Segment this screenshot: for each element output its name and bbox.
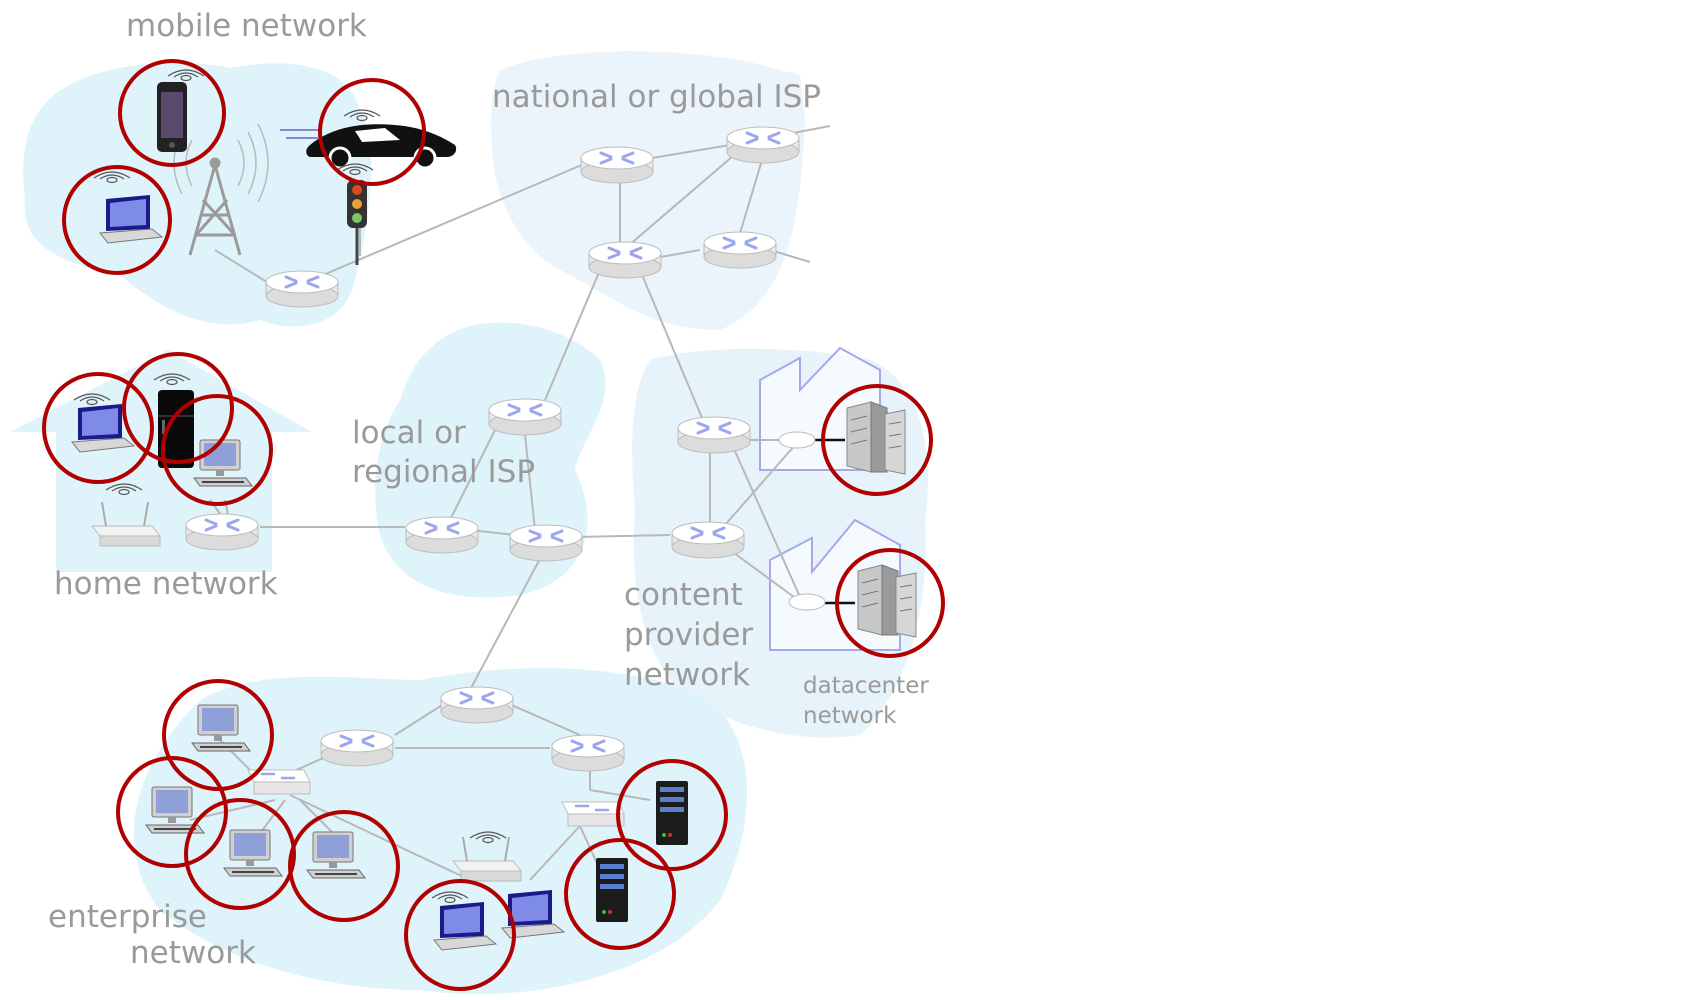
label-mobile-network: mobile network bbox=[126, 8, 367, 44]
ring-enterprise-desktop-3 bbox=[184, 798, 296, 910]
router-enterprise-top bbox=[439, 685, 515, 725]
ring-home-laptop bbox=[42, 372, 154, 484]
ring-enterprise-desktop-4 bbox=[288, 810, 400, 922]
router-national-3 bbox=[587, 240, 663, 280]
ring-enterprise-desktop-2 bbox=[116, 756, 228, 868]
dc-switch-1 bbox=[778, 431, 816, 449]
router-enterprise-left bbox=[319, 728, 395, 768]
host-highlight-rings bbox=[42, 59, 945, 991]
switch-enterprise-right bbox=[560, 800, 626, 828]
car-icon bbox=[280, 109, 457, 170]
ring-enterprise-laptop bbox=[404, 879, 516, 991]
region-labels: mobile network national or global ISP lo… bbox=[48, 8, 929, 971]
router-national-4 bbox=[702, 230, 778, 270]
enterprise-server-2 bbox=[596, 858, 628, 922]
ring-car bbox=[318, 78, 426, 186]
router-content-top bbox=[676, 415, 752, 455]
label-enterprise-line1: enterprise bbox=[48, 899, 207, 935]
router-content-bottom bbox=[670, 520, 746, 560]
router-local-left bbox=[404, 515, 480, 555]
ring-datacenter-2 bbox=[835, 548, 945, 658]
label-content-line2: provider bbox=[624, 617, 753, 653]
ring-smartphone bbox=[118, 59, 226, 167]
datacenter-servers-1 bbox=[846, 401, 906, 475]
dc-switches bbox=[778, 431, 826, 611]
router-local-right bbox=[508, 523, 584, 563]
mobile-network-cloud bbox=[23, 62, 372, 327]
ring-enterprise-desktop-1 bbox=[162, 679, 274, 791]
ring-enterprise-server-2 bbox=[564, 838, 676, 950]
ring-enterprise-server-1 bbox=[616, 759, 728, 871]
label-enterprise-line2: network bbox=[130, 935, 256, 971]
label-datacenter-line1: datacenter bbox=[803, 673, 929, 699]
label-local-isp-line1: local or bbox=[352, 415, 466, 451]
smartphone-icon bbox=[157, 69, 205, 152]
router-home bbox=[184, 512, 260, 552]
router-mobile-edge bbox=[264, 269, 340, 309]
datacenter-servers-2 bbox=[857, 564, 917, 638]
ring-datacenter-1 bbox=[821, 384, 933, 496]
router-national-2 bbox=[725, 125, 801, 165]
label-content-line1: content bbox=[624, 577, 743, 613]
ring-mobile-laptop bbox=[62, 165, 172, 275]
router-enterprise-right bbox=[550, 733, 626, 773]
label-datacenter-line2: network bbox=[803, 703, 897, 729]
label-content-line3: network bbox=[624, 657, 750, 693]
traffic-light-icon bbox=[336, 163, 374, 265]
dc-switch-2 bbox=[788, 593, 826, 611]
router-local-top bbox=[487, 397, 563, 437]
enterprise-server-1 bbox=[656, 781, 688, 845]
label-national-isp: national or global ISP bbox=[492, 79, 821, 115]
router-national-1 bbox=[579, 145, 655, 185]
label-home-network: home network bbox=[54, 566, 278, 602]
label-local-isp-line2: regional ISP bbox=[352, 454, 535, 490]
ring-home-desktop bbox=[161, 394, 273, 506]
ring-refrigerator bbox=[122, 352, 234, 464]
